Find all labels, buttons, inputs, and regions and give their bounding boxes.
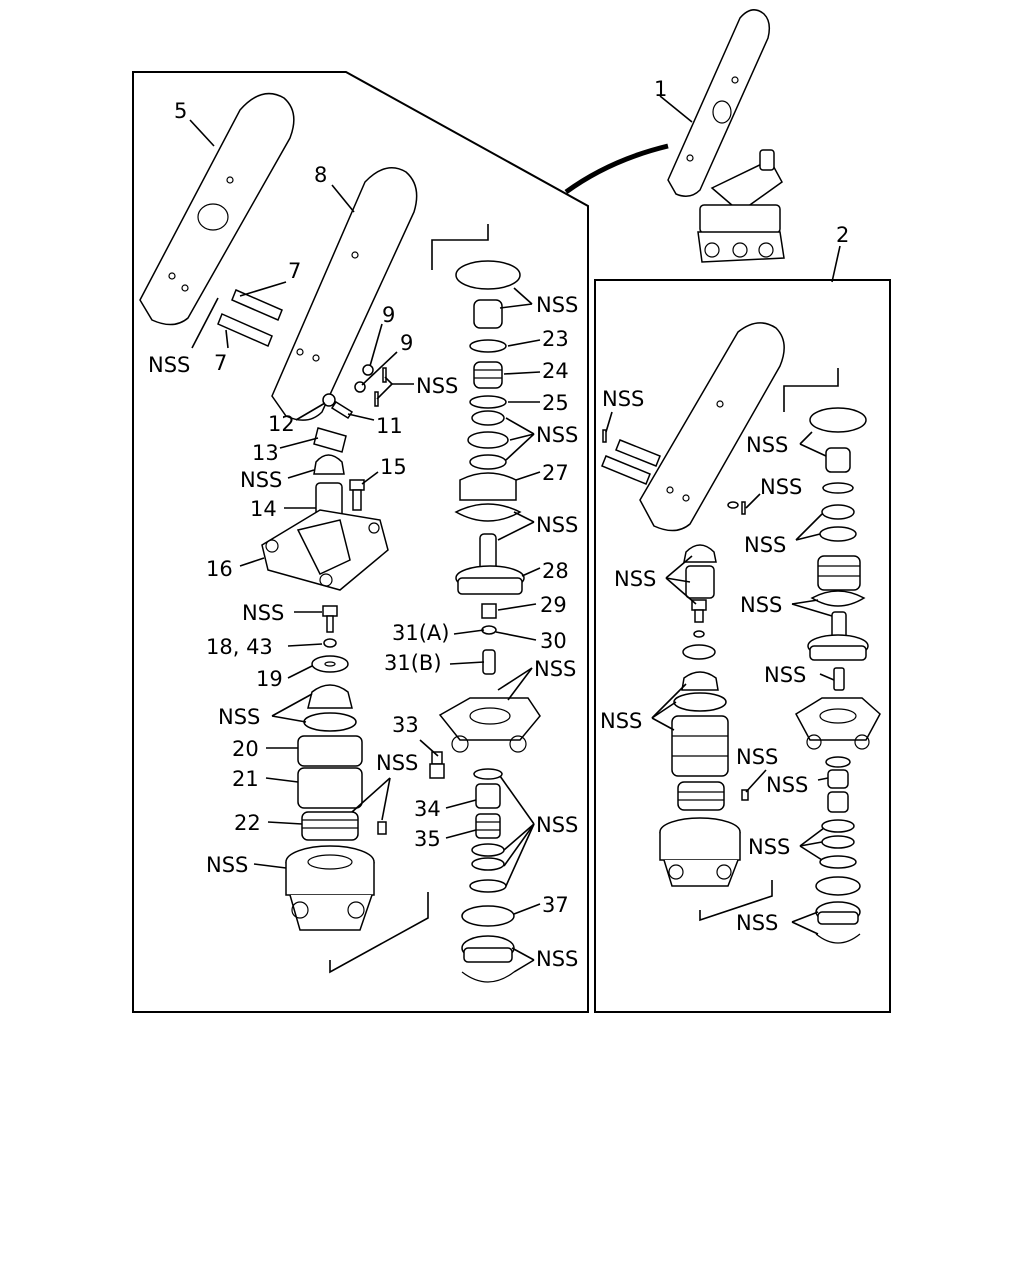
label-nss-r11: NSS [748,835,790,859]
label-nss-r12: NSS [736,911,778,935]
label-nss-d: NSS [242,601,284,625]
leader-lines-right [605,95,841,935]
label-nss-e: NSS [218,705,260,729]
label-21: 21 [232,767,259,791]
label-nss-c: NSS [240,468,282,492]
pedal-8-illustration [271,167,418,421]
label-nss-i: NSS [536,423,578,447]
valve-body-left-illustration [285,845,375,931]
part-labels: 1 2 5 8 7 7 NSS 9 9 NSS 12 11 13 NSS 15 … [148,77,849,971]
label-7b: 7 [214,351,227,375]
leader-lines-left [189,119,541,974]
label-23: 23 [542,327,569,351]
label-12: 12 [268,412,295,436]
small-parts-9-12-illustration [322,364,387,420]
label-nss-r2: NSS [746,433,788,457]
label-18-43: 18, 43 [206,635,273,659]
label-8: 8 [314,163,327,187]
label-33: 33 [392,713,419,737]
label-22: 22 [234,811,261,835]
label-nss-g: NSS [206,853,248,877]
label-25: 25 [542,391,569,415]
roller-13-14-15-illustration [313,427,365,518]
label-13: 13 [252,441,279,465]
label-nss-l: NSS [536,813,578,837]
label-nss-r7: NSS [764,663,806,687]
label-nss-r9: NSS [736,745,778,769]
label-14: 14 [250,497,277,521]
pins-7-illustration [217,289,283,347]
label-nss-m: NSS [536,947,578,971]
label-7a: 7 [288,259,301,283]
label-nss-h: NSS [536,293,578,317]
label-16: 16 [206,557,233,581]
label-24: 24 [542,359,569,383]
label-20: 20 [232,737,259,761]
label-35: 35 [414,827,441,851]
label-9a: 9 [382,303,395,327]
label-2: 2 [836,223,849,247]
label-nss-b: NSS [416,374,458,398]
pedal-5-illustration [139,92,295,326]
label-nss-r10: NSS [766,773,808,797]
right-frame [594,279,891,1013]
assembly-pointer-arc [564,143,669,195]
label-nss-r6: NSS [740,593,782,617]
left-frame [132,71,589,1013]
label-31b: 31(B) [384,651,442,675]
assembly-1-illustration [667,9,785,263]
left-stack-18-22-illustration [297,605,387,841]
label-nss-r5: NSS [614,567,656,591]
label-9b: 9 [400,331,413,355]
label-34: 34 [414,797,441,821]
label-28: 28 [542,559,569,583]
bracket-16-illustration [261,509,389,591]
label-nss-k: NSS [534,657,576,681]
label-30: 30 [540,629,567,653]
label-19: 19 [256,667,283,691]
label-1: 1 [654,77,667,101]
label-29: 29 [540,593,567,617]
label-31a: 31(A) [392,621,449,645]
assembly-2-illustration [601,322,881,944]
label-27: 27 [542,461,569,485]
label-5: 5 [174,99,187,123]
label-nss-r1: NSS [602,387,644,411]
label-nss-a: NSS [148,353,190,377]
label-nss-f: NSS [376,751,418,775]
label-nss-r3: NSS [760,475,802,499]
label-nss-r4: NSS [744,533,786,557]
label-nss-j: NSS [536,513,578,537]
center-stack-23-37-illustration [429,260,541,983]
label-37: 37 [542,893,569,917]
label-15: 15 [380,455,407,479]
label-nss-r8: NSS [600,709,642,733]
label-11: 11 [376,414,403,438]
